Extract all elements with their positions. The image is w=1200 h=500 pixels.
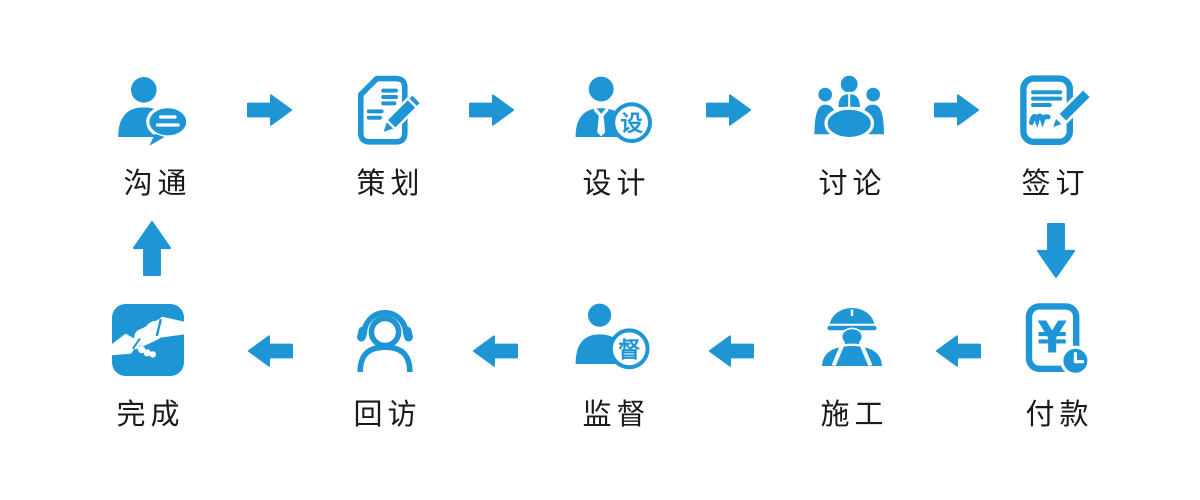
step-label: 完成	[116, 397, 185, 431]
step-label: 策划	[356, 166, 425, 200]
person-chat-icon	[115, 73, 195, 153]
arrow-left-icon	[708, 334, 754, 368]
document-pencil-icon	[348, 73, 428, 153]
arrow-left-icon	[247, 334, 293, 368]
step-label: 讨论	[818, 166, 887, 200]
arrow-left-icon	[472, 334, 518, 368]
arrow-left-icon	[935, 334, 981, 368]
supervisor-badge-icon: 督	[574, 300, 654, 380]
design-badge-text: 设	[620, 111, 643, 137]
payment-clock-icon: ¥	[1017, 300, 1097, 380]
step-label: 监督	[582, 397, 651, 431]
step-payment: ¥ 付款	[977, 300, 1137, 429]
step-label: 设计	[582, 166, 651, 200]
arrow-right-icon	[247, 93, 293, 127]
arrow-down-icon	[1034, 223, 1078, 279]
step-label: 付款	[1025, 397, 1094, 431]
arrow-right-icon	[706, 93, 752, 127]
step-label: 签订	[1021, 166, 1090, 200]
step-label: 施工	[820, 397, 889, 431]
step-planning: 策划	[308, 73, 468, 198]
step-design: 设 设计	[534, 73, 694, 198]
headset-person-icon	[345, 300, 425, 380]
contract-pen-icon	[1013, 73, 1093, 153]
handshake-icon	[108, 300, 188, 380]
supervision-badge-text: 督	[618, 337, 640, 363]
step-label: 回访	[353, 397, 422, 431]
worker-helmet-icon	[812, 300, 892, 380]
meeting-table-icon	[810, 73, 890, 153]
arrow-up-icon	[130, 220, 174, 276]
step-follow-up: 回访	[305, 300, 465, 429]
step-completion: 完成	[68, 300, 228, 429]
step-signing: 签订	[973, 73, 1133, 198]
designer-badge-icon: 设	[574, 73, 654, 153]
arrow-right-icon	[934, 93, 980, 127]
step-supervision: 督 监督	[534, 300, 694, 429]
step-construction: 施工	[772, 300, 932, 429]
step-label: 沟通	[123, 166, 192, 200]
step-discussion: 讨论	[770, 73, 930, 198]
step-communication: 沟通	[75, 73, 235, 198]
arrow-right-icon	[469, 93, 515, 127]
